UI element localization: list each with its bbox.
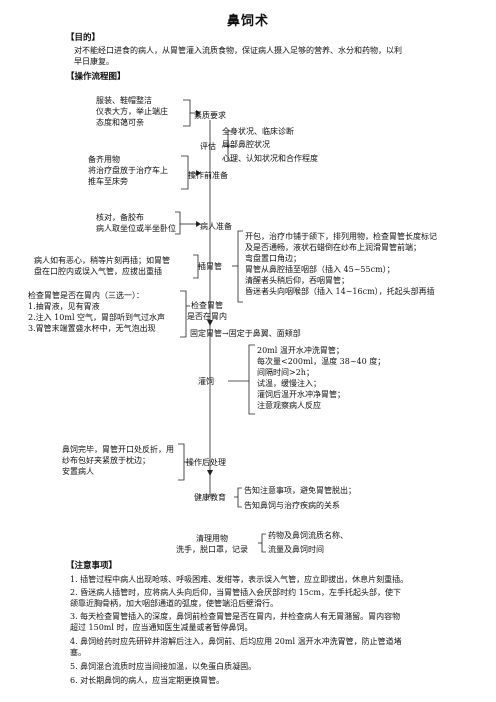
- edu-item: 告知鼻饲与治疗疾病的关系: [244, 501, 340, 510]
- step-quality: 素质要求: [194, 111, 226, 120]
- purpose-text: 对不能经口进食的病人，从胃管灌入流质食物，保证病人摄入足够的营养、水分和药物，以…: [74, 46, 402, 66]
- note-item: 2. 昏迷病人插管时，应将病人头向后仰，当胃管插入会厌部时约 15cm，左手托起…: [70, 588, 401, 608]
- note-item: 6. 对长期鼻饲的病人，应当定期更换胃管。: [70, 676, 225, 685]
- supplies-note: 备齐用物 将治疗盘放于治疗车上 推车至床旁: [88, 155, 168, 186]
- step-education: 健康教育: [194, 493, 226, 502]
- assess-item: 局部鼻腔状况: [222, 140, 270, 149]
- step-check: 检查胃管 是否在胃内: [187, 301, 227, 321]
- note-item: 1. 插管过程中病人出现呛咳、呼吸困难、发绀等，表示误入气管，应立即拔出，休息片…: [70, 575, 409, 584]
- step-patient-prep: 病人准备: [200, 222, 232, 231]
- insert-left-note: 病人如有恶心，稍等片刻再插；如胃管 盘在口腔内或误入气管，应拔出重插: [34, 256, 170, 276]
- step-pre-op: 操作前准备: [188, 171, 228, 180]
- check-left-note: 检查胃管是否在胃内（三选一）： 1.抽胃液，见有胃液 2.注入 10ml 空气，…: [28, 291, 166, 333]
- step-after: 操作后处理: [186, 458, 226, 467]
- step-cleanup: 清理用物 洗手，脱口罩，记录: [176, 534, 248, 554]
- note-item: 5. 鼻饲混合流质时应当间接加温，以免蛋白质凝固。: [70, 662, 257, 671]
- flow-heading: 【操作流程图】: [66, 72, 126, 82]
- page-title: 鼻饲术: [226, 14, 269, 29]
- edu-item: 告知注意事项，避免胃管脱出；: [244, 486, 356, 495]
- step-fix: 固定胃管→固定于鼻翼、面颊部: [190, 329, 301, 338]
- assess-item: 全身状况、临床诊断: [222, 127, 294, 136]
- cleanup-item: 流量及鼻饲时间: [268, 545, 324, 554]
- purpose-heading: 【目的】: [66, 33, 101, 43]
- patient-note: 核对，备胶布 病人取坐位或半坐卧位: [96, 213, 176, 233]
- feed-right-note: 20ml 温开水冲洗胃管； 每次量<200ml，温度 38~40 度； 间隔时间…: [257, 346, 386, 410]
- after-left-note: 鼻饲完毕，胃管开口处反折，用 纱布包好夹紧放于枕边； 安置病人: [62, 445, 174, 476]
- step-assess: 评估: [200, 142, 216, 151]
- step-feed: 灌饲: [198, 377, 214, 386]
- note-item: 4. 鼻饲给药时应先研碎并溶解后注入，鼻饲前、后均应用 20ml 温开水冲洗胃管…: [70, 637, 402, 657]
- note-item: 3. 每天检查胃管插入的深度，鼻饲前检查胃管是否在胃内，并检查病人有无胃潴留。胃…: [70, 612, 401, 632]
- step-insert: 插胃管: [198, 262, 222, 271]
- prep-note: 服装、鞋帽整洁 仪表大方，举止端庄 态度和蔼可亲: [96, 96, 168, 127]
- cleanup-item: 药物及鼻饲流质名称、: [268, 531, 348, 540]
- insert-right-note: 开包，治疗巾铺于颌下，排列用物，检查胃管长度标记 及是否通畅，液状石蜡倒在纱布上…: [245, 232, 437, 296]
- notes-heading: 【注意事项】: [66, 561, 118, 571]
- assess-item: 心理、认知状况和合作程度: [222, 154, 318, 163]
